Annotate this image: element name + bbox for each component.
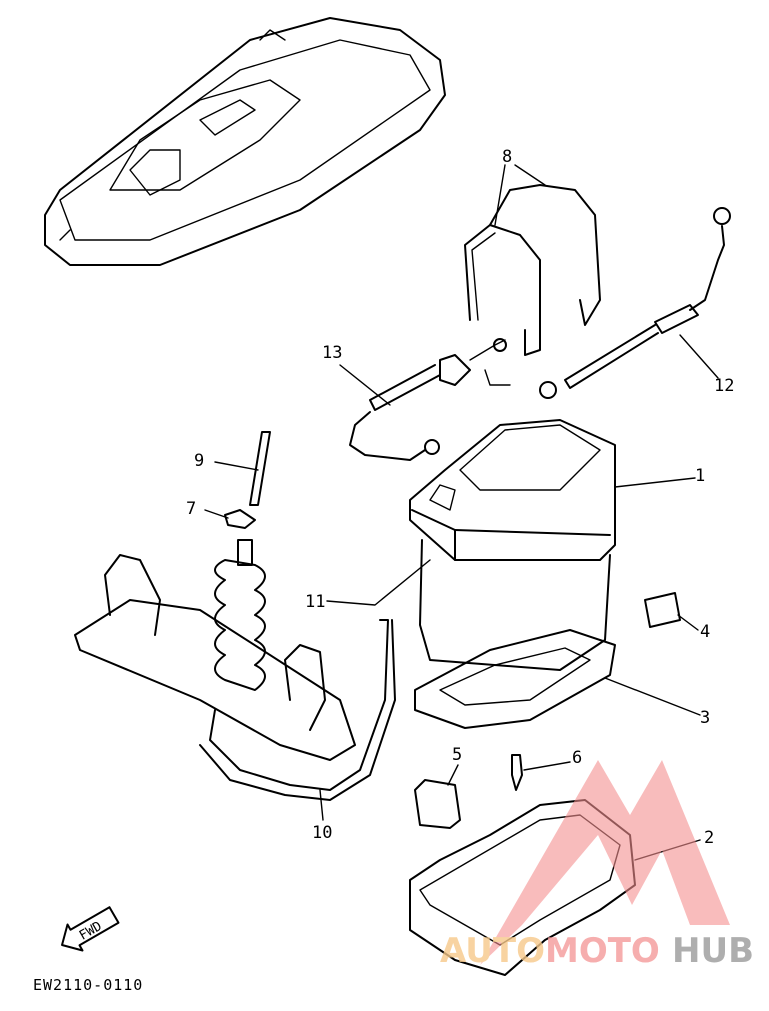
watermark-hub: HUB <box>672 931 754 971</box>
battery-pad-illustration <box>414 629 616 729</box>
leader-lines <box>204 164 719 861</box>
callout-8: 8 <box>502 147 512 167</box>
watermark-logo: AUTO MOTO HUB <box>440 760 754 971</box>
mount-plate-illustration <box>74 539 356 761</box>
callout-12: 12 <box>714 376 734 396</box>
positive-cable-illustration <box>539 207 731 399</box>
callout-9: 9 <box>194 451 204 471</box>
callout-3: 3 <box>700 708 710 728</box>
battery-illustration <box>409 419 616 671</box>
watermark-moto: MOTO <box>545 931 660 971</box>
diagram-code: EW2110-0110 <box>33 976 143 994</box>
label-illustration <box>644 592 681 628</box>
callout-1: 1 <box>695 466 705 486</box>
callout-7: 7 <box>186 499 196 519</box>
callout-13: 13 <box>322 343 342 363</box>
callout-6: 6 <box>572 748 582 768</box>
battery-bands-illustration <box>464 184 601 356</box>
breather-illustration <box>199 431 396 801</box>
watermark-auto: AUTO <box>440 931 545 971</box>
callout-2: 2 <box>704 828 714 848</box>
forward-arrow-icon: FWD <box>61 906 120 952</box>
watercraft-illustration <box>44 17 446 266</box>
callout-5: 5 <box>452 745 462 765</box>
callout-4: 4 <box>700 622 710 642</box>
callout-10: 10 <box>312 823 332 843</box>
callout-11: 11 <box>305 592 325 612</box>
negative-cable-illustration <box>349 338 511 461</box>
